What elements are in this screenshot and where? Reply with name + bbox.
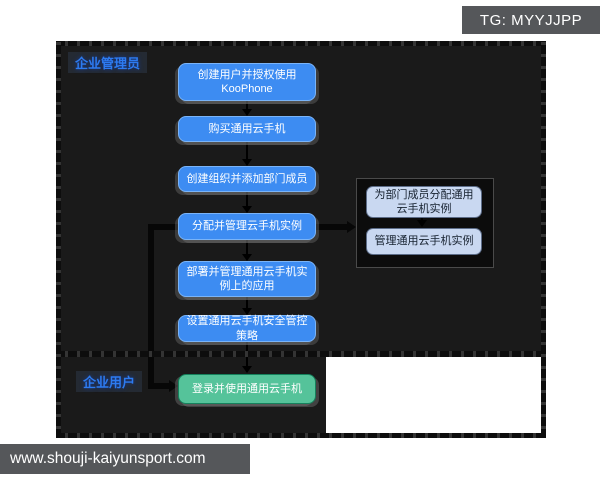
koophone-flowchart: 为部门成员分配通用云手机实例 管理通用云手机实例 创建用户并授权使用KooPho… bbox=[56, 41, 546, 438]
connector-userstep-incoming bbox=[148, 383, 169, 389]
connector-step4-left-vertical bbox=[148, 224, 154, 386]
diagram-border-left bbox=[56, 41, 61, 438]
connector-step4-left-horizontal bbox=[148, 224, 178, 230]
step-assign-manage-instances: 分配并管理云手机实例 bbox=[178, 213, 316, 240]
step-create-user-authorize-koophone: 创建用户并授权使用KooPhone bbox=[178, 63, 316, 101]
substep-manage-instances: 管理通用云手机实例 bbox=[366, 228, 482, 255]
step-login-use-cloud-phone: 登录并使用通用云手机 bbox=[178, 374, 316, 404]
step-purchase-cloud-phone: 购买通用云手机 bbox=[178, 116, 316, 142]
lane-divider bbox=[56, 351, 546, 357]
connector-step5-step6 bbox=[242, 297, 252, 315]
watermark-telegram-badge: TG: MYYJJPP bbox=[462, 6, 600, 34]
lane-label-enterprise-admin: 企业管理员 bbox=[68, 52, 148, 73]
arrowhead-into-userstep bbox=[169, 380, 178, 392]
connector-step6-userstep bbox=[242, 342, 252, 373]
connector-substep1-substep2 bbox=[417, 218, 427, 227]
connector-step3-step4 bbox=[242, 192, 252, 213]
diagram-border-top bbox=[56, 41, 546, 46]
watermark-website-badge: www.shouji-kaiyunsport.com bbox=[0, 444, 250, 474]
arrowhead-into-subgroup bbox=[347, 221, 356, 233]
lane-label-enterprise-user: 企业用户 bbox=[76, 371, 143, 392]
connector-step2-step3 bbox=[242, 142, 252, 166]
connector-step1-step2 bbox=[242, 101, 252, 116]
diagram-border-right bbox=[541, 41, 546, 438]
connector-step4-step5 bbox=[242, 240, 252, 261]
connector-step4-right bbox=[316, 224, 347, 230]
substep-assign-instances: 为部门成员分配通用云手机实例 bbox=[366, 186, 482, 218]
step-deploy-manage-apps: 部署并管理通用云手机实例上的应用 bbox=[178, 261, 316, 297]
diagram-border-bottom bbox=[56, 433, 546, 438]
step-create-org-add-members: 创建组织并添加部门成员 bbox=[178, 166, 316, 192]
step-set-security-policy: 设置通用云手机安全管控策略 bbox=[178, 315, 316, 342]
